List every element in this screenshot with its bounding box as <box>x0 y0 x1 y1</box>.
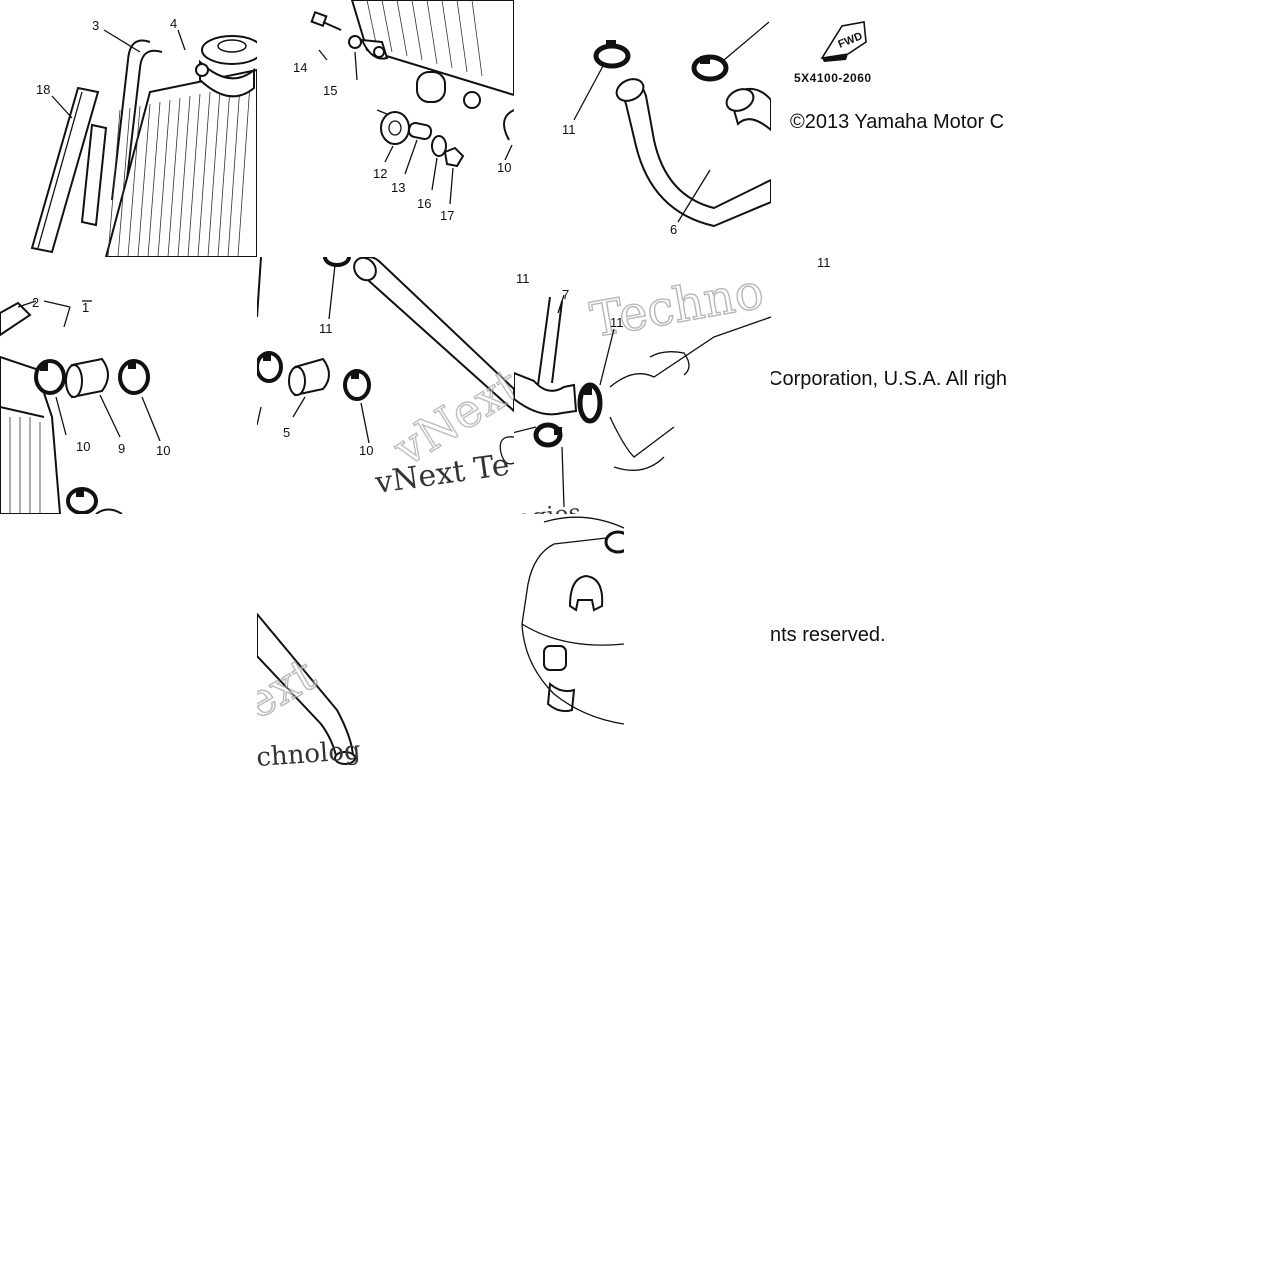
callout-11-a: 11 <box>516 271 530 286</box>
part-number: 5X4100-2060 <box>794 71 872 85</box>
bolt-14 <box>310 10 342 31</box>
hose-clamp-12 <box>533 422 563 448</box>
watermark-ogies: ogies <box>516 498 583 514</box>
washer-15 <box>348 35 362 49</box>
callout-2: 2 <box>32 295 39 310</box>
callout-4: 4 <box>170 16 177 31</box>
washer-16 <box>431 135 447 157</box>
callout-9: 9 <box>118 441 125 456</box>
reservoir-cap <box>568 574 604 612</box>
hose-drawing: 11 6 <box>562 21 771 237</box>
callout-11-b: 11 <box>610 315 624 330</box>
diagram-tile-clamps: 2 1 10 9 10 <box>0 257 257 514</box>
side-bar <box>80 123 108 227</box>
copyright-line-3: nts reserved. <box>770 624 886 646</box>
hose-clamp-10-left <box>34 359 66 395</box>
watermark-chnolog: chnolog <box>257 736 362 772</box>
callout-10: 10 <box>497 160 511 175</box>
hose-7-8-drawing: vNext Te vNext Te 11 5 10 <box>257 257 514 501</box>
callout-12: 12 <box>373 166 387 181</box>
diagram-tile-bracket: 14 15 12 13 16 17 10 <box>257 0 514 257</box>
reservoir-drawing <box>521 516 624 725</box>
radiator-drawing: 3 4 18 <box>30 16 257 257</box>
copyright-line-2: Corporation, U.S.A. All righ <box>768 368 1007 390</box>
callout-14: 14 <box>293 60 307 75</box>
diagram-tile-hose-7-8: vNext Te vNext Te 11 5 10 <box>257 257 514 514</box>
hose-clamp-10-right <box>118 359 150 395</box>
callout-16: 16 <box>417 196 431 211</box>
svg-text:11: 11 <box>817 257 831 270</box>
callout-10-right: 10 <box>156 443 170 458</box>
outlet-drawing: Techno ogies 11 7 11 <box>514 263 771 514</box>
grommet-12 <box>380 111 410 145</box>
hose-7-end <box>514 371 578 416</box>
hose-clamp-lower <box>66 487 98 514</box>
copyright-line-1: ©2013 Yamaha Motor C <box>790 111 1005 133</box>
callout-18: 18 <box>36 82 50 97</box>
diagram-tile-reservoir <box>514 514 624 726</box>
fwd-arrow-icon: FWD <box>820 21 867 62</box>
hose-clamp-11 <box>593 40 631 69</box>
callout-15: 15 <box>323 83 337 98</box>
callout-10-left: 10 <box>76 439 90 454</box>
callout-6: 6 <box>670 222 677 237</box>
callout-11-stray: 11 <box>817 257 831 270</box>
callout-10: 10 <box>359 443 373 458</box>
callout-13: 13 <box>391 180 405 195</box>
bracket-2 <box>0 301 32 337</box>
hose-end-drawing: ext chnolog <box>257 612 362 772</box>
callout-11: 11 <box>562 122 576 137</box>
reservoir-nozzle <box>543 645 567 671</box>
clamps-drawing: 2 1 10 9 10 <box>0 295 170 514</box>
hose-clamp-right <box>691 54 729 82</box>
watermark-techno: Techno <box>586 263 767 348</box>
radiator-lower-corner <box>350 0 514 97</box>
hose-clamp-11-right <box>577 382 603 424</box>
callout-11-top: 11 <box>319 321 333 336</box>
callout-5: 5 <box>283 425 290 440</box>
callout-3: 3 <box>92 18 99 33</box>
grommet <box>416 71 446 103</box>
bracket-drawing: 14 15 12 13 16 17 10 <box>293 0 514 223</box>
diagram-tile-hose-6: 11 6 <box>514 0 771 257</box>
diagram-tile-hose-end: ext chnolog <box>257 600 407 772</box>
nut-17 <box>443 146 465 168</box>
hose-clamp-10 <box>343 369 371 401</box>
callout-17: 17 <box>440 208 454 223</box>
callout-1: 1 <box>82 300 89 315</box>
callout-7: 7 <box>562 287 569 302</box>
hose-clamp-left <box>257 351 283 383</box>
diagram-tile-radiator-top-left: 3 4 18 <box>0 0 257 257</box>
diagram-tile-outlet: Techno ogies 11 7 11 <box>514 257 771 514</box>
collar-13 <box>407 121 433 141</box>
